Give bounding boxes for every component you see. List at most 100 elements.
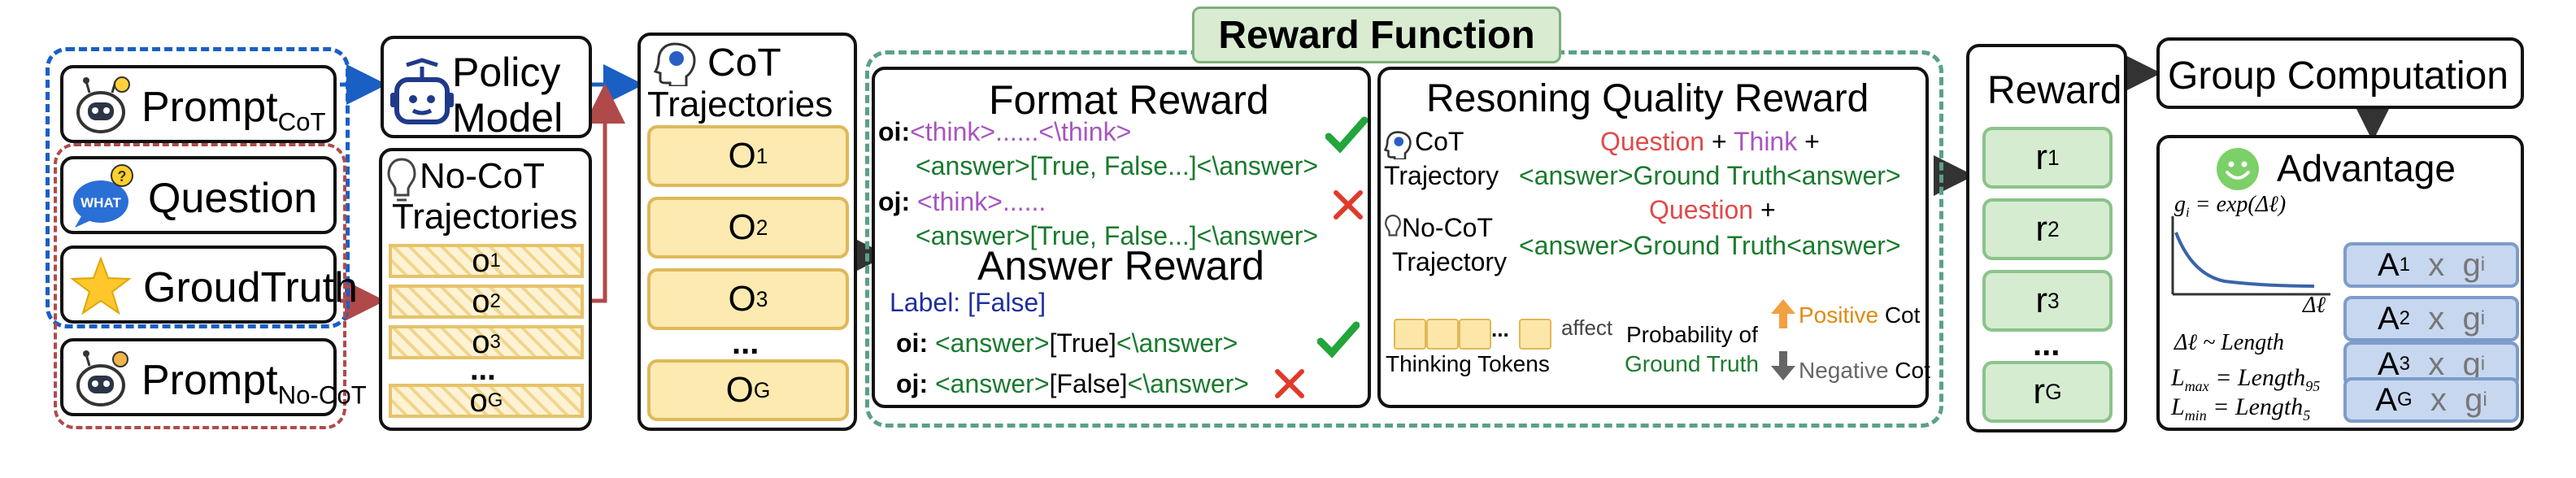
answer-oj-line: oj: <answer>[False]<\answer> [896,369,1249,398]
gi-formula: gi = exp(Δℓ) [2174,192,2287,220]
reward-function-header: Reward Function [1192,7,1561,63]
policy-line2: Model [452,95,564,141]
answer-label-line: Label: [False] [890,288,1046,317]
affect-label: affect [1561,315,1613,340]
prompt-cot-box: PromptCoT [60,65,337,143]
negative-cot: Negative Cot [1799,358,1930,383]
axis-label: Δℓ [2303,293,2326,318]
nocot-dots: ... [470,353,496,387]
group-title: Group Computation [2168,54,2509,98]
format-oj-answer: <answer>[True, False...]<\answer> [916,221,1319,250]
quality-reward-box: Resoning Quality Reward CoT Trajectory Q… [1377,67,1930,408]
tokens-dots: ... [1491,317,1509,341]
policy-robot-icon [390,58,454,124]
quality-nocot-formula: Question + [1649,195,1776,224]
advantage-box: Advantage gi = exp(Δℓ) Δℓ Δℓ ~ Length Lm… [2156,135,2524,431]
decay-curve-plot [2171,216,2330,296]
positive-cot: Positive Cot [1799,302,1921,328]
format-oi-line: oi:<think>......<\think> [878,117,1132,146]
quality-nocot-line2: Trajectory [1392,247,1508,276]
lmin-definition: Lmin = Length5 [2171,393,2311,424]
blue-dashed-group [46,47,350,328]
lmax-definition: Lmax = Length95 [2171,364,2321,394]
format-oj-line: oj: <think>...... [878,187,1046,216]
robot-bulb-icon [76,76,130,133]
groundtruth-box: GroudTruth [60,246,358,324]
arrow-nocot-to-policy [585,83,625,303]
policy-line1: Policy [452,50,561,95]
bulb-head-icon [1385,215,1401,237]
nocot-traj-line1: No-CoT [420,156,546,196]
nocot-traj-line2: Trajectories [392,197,578,237]
token-square [1519,319,1551,350]
dl-definition: Δℓ ~ Length [2174,330,2285,355]
quality-nocot-line1: No-CoT [1402,213,1494,242]
red-dashed-group [54,143,346,429]
check-icon [1325,116,1368,154]
quality-reward-title: Resoning Quality Reward [1426,77,1869,120]
token-square [1394,319,1426,350]
tokens-label: Thinking Tokens [1386,351,1550,376]
star-icon [70,256,132,315]
prob-line2: Ground Truth [1625,351,1759,376]
quality-cot-line2: Trajectory [1384,161,1499,190]
what-bubble-icon: ? WHAT [73,164,133,228]
quality-nocot-gt: <answer>Ground Truth<answer> [1519,231,1901,260]
cot-dots: ... [732,325,759,361]
answer-reward-title: Answer Reward [977,243,1264,289]
question-box: ? WHAT Question [60,156,337,234]
what-icon-text: WHAT [80,195,121,211]
reward-function-title: Reward Function [1218,13,1535,57]
question-label: Question [148,175,318,222]
reward-title: Reward [1987,69,2122,112]
answer-oi-line: oi: <answer>[True]<\answer> [896,328,1238,358]
prob-line1: Probability of [1626,322,1758,347]
arrow-down-icon [1771,351,1795,380]
quality-cot-line1: CoT [1415,127,1464,156]
smiley-icon [2217,148,2259,190]
quality-cot-formula: Question + Think + [1600,127,1820,156]
bulb-head-icon [387,158,416,202]
advantage-title: Advantage [2277,147,2456,189]
check-icon [1317,321,1360,358]
cot-traj-line1: CoT [707,41,781,85]
arrow-up-icon [1771,299,1795,328]
token-square [1459,319,1491,350]
prompt-nocot-label: PromptNo-CoT [141,357,367,410]
prompt-cot-label: PromptCoT [141,84,326,137]
format-answer-reward-box: Format Reward oi:<think>......<\think> <… [872,67,1371,408]
format-oi-answer: <answer>[True, False...]<\answer> [916,151,1319,180]
policy-model-box: Policy Model [381,36,592,141]
group-computation-box: Group Computation [2156,37,2524,109]
cot-traj-line2: Trajectories [647,85,833,124]
format-reward-title: Format Reward [989,77,1269,123]
quality-cot-gt: <answer>Ground Truth<answer> [1519,161,1901,190]
token-square [1426,319,1459,350]
reward-dots: ... [2033,327,2060,363]
svg-text:?: ? [118,168,127,185]
brain-head-icon [654,42,696,86]
prompt-nocot-box: PromptNo-CoT [60,338,367,416]
brain-head-icon [1384,131,1412,159]
groundtruth-label: GroudTruth [143,264,358,311]
x-icon [1334,190,1363,219]
robot-pen-icon [76,350,128,406]
x-icon [1275,369,1304,398]
